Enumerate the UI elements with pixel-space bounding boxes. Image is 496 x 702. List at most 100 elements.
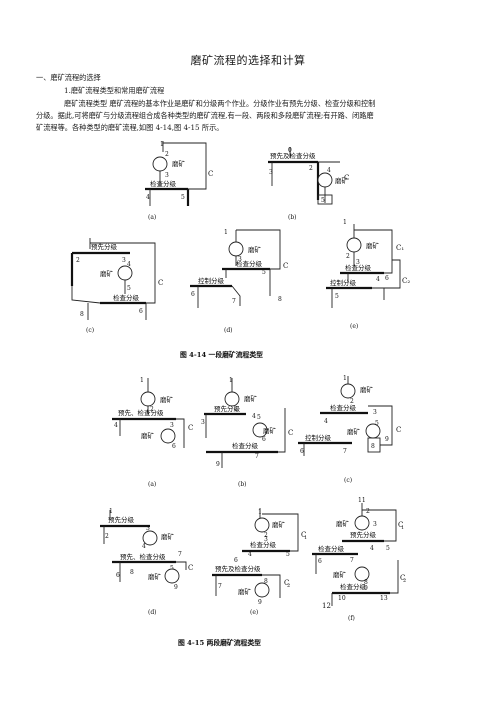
svg-text:9: 9 bbox=[216, 461, 220, 468]
svg-text:1: 1 bbox=[109, 508, 113, 515]
control-class-label-15c: 控制分级 bbox=[305, 433, 332, 442]
fig-4-15-d: 1 预先分级 2 3 磨矿 4 预先、检查分级 6 8 5 磨矿 9 C 7 (… bbox=[100, 508, 193, 616]
svg-text:4: 4 bbox=[327, 167, 331, 174]
fig-4-14-e: 1 磨矿 2 3 检查分级 C₁ 4 控制分级 5 6 C₂ (e) bbox=[326, 219, 410, 330]
mill-label: 磨矿 bbox=[172, 159, 186, 168]
mill-label-d: 磨矿 bbox=[248, 245, 262, 254]
svg-text:2: 2 bbox=[403, 578, 406, 584]
svg-text:2: 2 bbox=[150, 406, 154, 413]
mill-label-15f: 磨矿 bbox=[336, 519, 350, 528]
svg-text:6: 6 bbox=[234, 557, 238, 564]
svg-text:9: 9 bbox=[258, 599, 262, 606]
svg-text:8: 8 bbox=[130, 569, 134, 576]
svg-text:2: 2 bbox=[366, 508, 370, 515]
svg-text:8: 8 bbox=[371, 443, 375, 450]
c2-label: C₂ bbox=[402, 277, 410, 285]
svg-text:4: 4 bbox=[252, 413, 256, 420]
svg-text:2: 2 bbox=[309, 165, 313, 172]
svg-text:8: 8 bbox=[264, 578, 268, 585]
svg-text:2: 2 bbox=[165, 151, 169, 158]
sub-label-15d: (d) bbox=[148, 609, 157, 616]
svg-text:6: 6 bbox=[385, 275, 389, 282]
sub-label-b: (b) bbox=[288, 214, 297, 221]
subsection-heading: 1.磨矿流程类型和常用磨矿流程 bbox=[64, 86, 165, 95]
svg-text:1: 1 bbox=[343, 375, 347, 382]
svg-text:3: 3 bbox=[238, 256, 242, 263]
svg-text:4: 4 bbox=[127, 261, 131, 268]
c-label-b: C bbox=[344, 174, 349, 182]
svg-text:2: 2 bbox=[350, 398, 354, 405]
svg-text:1: 1 bbox=[304, 535, 307, 541]
check-class-label: 检查分级 bbox=[150, 179, 177, 188]
svg-text:2: 2 bbox=[287, 583, 290, 589]
svg-text:5: 5 bbox=[386, 545, 390, 552]
svg-text:3: 3 bbox=[122, 257, 126, 264]
control-class-label-e: 控制分级 bbox=[330, 278, 357, 287]
sub-label-15e: (e) bbox=[250, 609, 258, 616]
svg-text:5: 5 bbox=[181, 194, 185, 201]
svg-text:1: 1 bbox=[343, 219, 347, 226]
section-heading: 一、磨矿流程的选择 bbox=[36, 73, 101, 82]
svg-text:13: 13 bbox=[380, 595, 388, 602]
svg-text:8: 8 bbox=[364, 579, 368, 586]
svg-text:3: 3 bbox=[201, 419, 205, 426]
svg-text:11: 11 bbox=[358, 497, 366, 504]
svg-text:4: 4 bbox=[146, 194, 150, 201]
check-class-label-15b: 检查分级 bbox=[232, 441, 259, 450]
sub-label-15c: (c) bbox=[344, 477, 352, 484]
pre-class-label-15f: 预先分级 bbox=[350, 530, 377, 539]
svg-text:2: 2 bbox=[76, 257, 80, 264]
svg-text:7: 7 bbox=[232, 298, 236, 305]
sub-label-a: (a) bbox=[148, 214, 156, 221]
fig-4-14-caption: 图 4-14 一段磨矿流程类型 bbox=[180, 350, 263, 359]
paragraph-line-3: 矿流程等。各种类型的磨矿流程,如图 4-14,图 4-15 所示。 bbox=[36, 123, 224, 132]
svg-text:4: 4 bbox=[376, 276, 380, 283]
svg-text:5: 5 bbox=[286, 551, 290, 558]
svg-text:C: C bbox=[398, 521, 403, 529]
document-title: 磨矿流程的选择和计算 bbox=[190, 54, 306, 67]
svg-text:5: 5 bbox=[170, 565, 174, 572]
svg-text:C: C bbox=[400, 574, 405, 582]
svg-text:6: 6 bbox=[172, 443, 176, 450]
svg-text:4: 4 bbox=[114, 422, 118, 429]
svg-text:4: 4 bbox=[370, 545, 374, 552]
mill-label-15e-2: 磨矿 bbox=[238, 587, 252, 596]
fig-4-15-f: 11 磨矿 2 3 预先分级 4 5 C 1 检查分级 6 7 磨矿 8 9 检… bbox=[312, 497, 406, 622]
check-class-label-15f-2: 检查分级 bbox=[340, 582, 367, 591]
svg-text:C: C bbox=[188, 564, 193, 572]
svg-text:10: 10 bbox=[338, 595, 346, 602]
pre-check-class-label-15a: 预先、检查分级 bbox=[118, 408, 164, 417]
fig-4-15-a: 1 磨矿 2 预先、检查分级 4 3 磨矿 6 C (a) bbox=[112, 377, 193, 488]
svg-text:9: 9 bbox=[174, 584, 178, 591]
svg-text:7: 7 bbox=[350, 557, 354, 564]
check-class-label-e: 检查分级 bbox=[345, 263, 372, 272]
mill-label-15a-2: 磨矿 bbox=[141, 431, 155, 440]
c-label: C bbox=[208, 170, 213, 178]
c-label-d: C bbox=[283, 262, 288, 270]
pre-class-label-15d: 预先分级 bbox=[108, 515, 135, 524]
svg-text:4: 4 bbox=[324, 418, 328, 425]
svg-text:2: 2 bbox=[264, 532, 268, 539]
mill-label-e: 磨矿 bbox=[366, 241, 380, 250]
pre-class-label: 预先分级 bbox=[91, 242, 118, 251]
svg-text:7: 7 bbox=[255, 453, 259, 460]
pre-check-class-label: 预先及检查分级 bbox=[270, 151, 316, 160]
pre-check-class2-label-15e: 预先及检查分级 bbox=[215, 564, 261, 573]
check-class-label-15e: 检查分级 bbox=[250, 540, 277, 549]
svg-text:3: 3 bbox=[146, 525, 150, 532]
mill-label-15c: 磨矿 bbox=[360, 385, 374, 394]
mill-label-15e: 磨矿 bbox=[272, 520, 286, 529]
fig-4-15-e: 1 磨矿 2 3 检查分级 C 1 4 5 6 预先及检查分级 7 磨矿 8 9… bbox=[212, 508, 307, 616]
svg-text:9: 9 bbox=[385, 436, 389, 443]
sub-label-e: (e) bbox=[350, 323, 358, 330]
paragraph-line-1: 磨矿流程类型 磨矿流程的基本作业是磨矿和分级两个作业。分级作业有预先分级、检查分… bbox=[64, 99, 376, 108]
mill-label-15b-2: 磨矿 bbox=[263, 426, 277, 435]
check-class-label-15c: 检查分级 bbox=[330, 403, 357, 412]
pre-check-class-label-15d: 预先、检查分级 bbox=[120, 552, 166, 561]
svg-text:3: 3 bbox=[264, 536, 268, 543]
svg-text:7: 7 bbox=[178, 551, 182, 558]
fig-4-14-b: 0 预先及检查分级 3 2 4 磨矿 5 C (b) bbox=[268, 147, 349, 221]
mill-label-15d-2: 磨矿 bbox=[148, 572, 162, 581]
mill-label-15b: 磨矿 bbox=[244, 394, 258, 403]
